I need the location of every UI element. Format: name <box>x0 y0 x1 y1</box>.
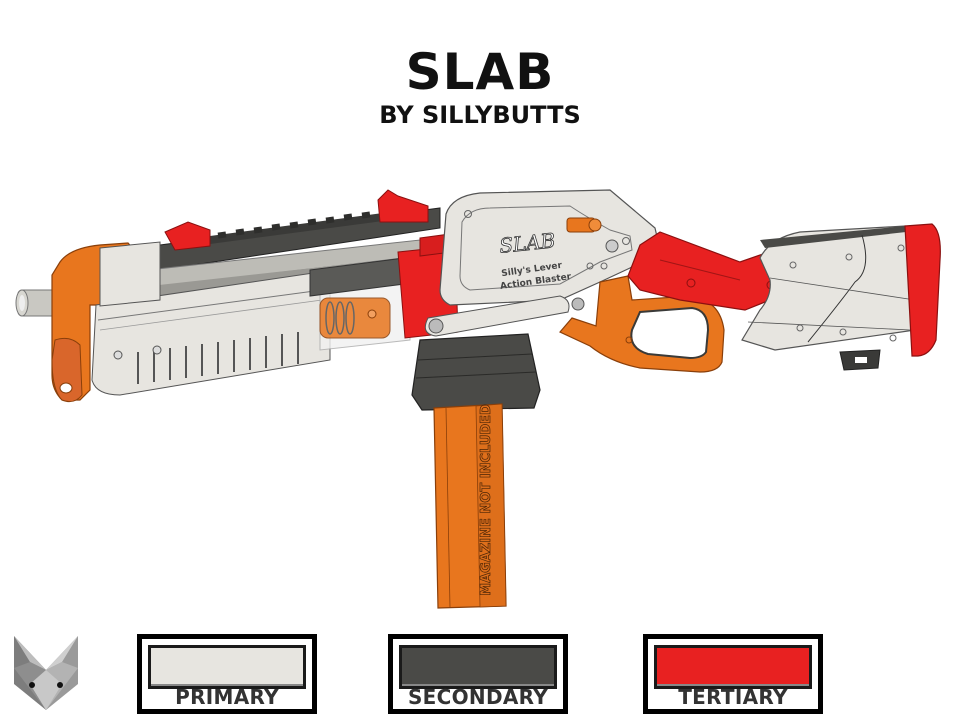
swatch-secondary-color <box>399 645 557 689</box>
author-subtitle: BY SILLYBUTTS <box>379 101 581 129</box>
rear-sight <box>377 189 429 223</box>
magazine-well <box>411 333 541 411</box>
swatch-secondary-label: SECONDARY <box>407 685 549 709</box>
page-title: SLAB <box>405 43 555 101</box>
fox-head-icon <box>14 636 78 710</box>
swatch-tertiary-label: TERTIARY <box>678 685 788 709</box>
swatch-primary-label: PRIMARY <box>175 685 279 709</box>
swatch-tertiary: TERTIARY <box>643 634 823 714</box>
swatch-primary: PRIMARY <box>137 634 317 714</box>
receiver: SLAB Silly's Lever Action Blaster <box>424 189 661 337</box>
magazine: MAGAZINE NOT INCLUDED <box>433 403 507 609</box>
swatch-tertiary-color <box>654 645 812 689</box>
stock <box>741 223 941 371</box>
front-sight <box>164 221 211 251</box>
receiver-logo: SLAB <box>498 228 556 258</box>
swatch-secondary: SECONDARY <box>388 634 568 714</box>
top-rail <box>159 207 441 271</box>
magazine-text: MAGAZINE NOT INCLUDED <box>479 404 494 596</box>
swatch-primary-color <box>148 645 306 689</box>
